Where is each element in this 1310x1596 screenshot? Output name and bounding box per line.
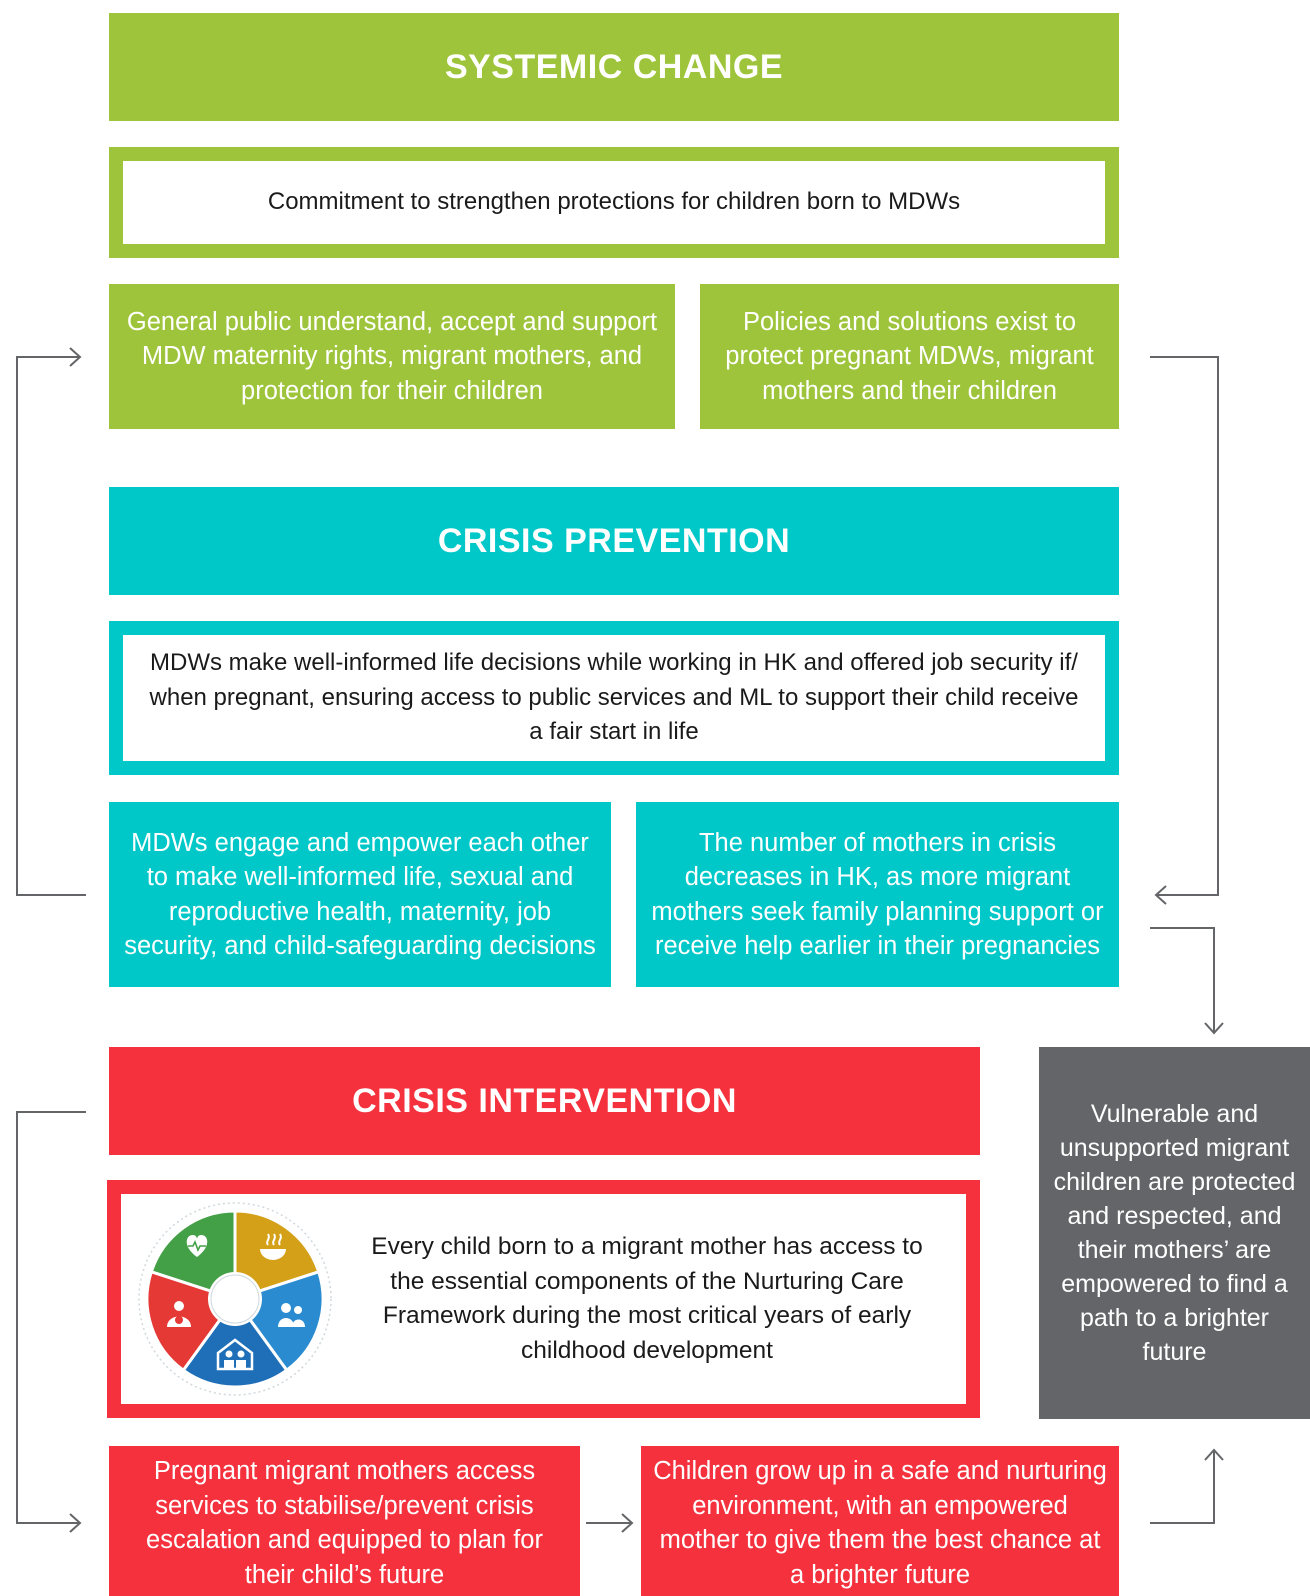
systemic-outcome-left-text: General public understand, accept and su… <box>126 307 658 405</box>
crisis-intervention-header: CRISIS INTERVENTION <box>109 1047 980 1155</box>
crisis-prevention-header: CRISIS PREVENTION <box>109 487 1119 595</box>
final-outcome-text: Vulnerable and unsupported migrant child… <box>1053 1100 1296 1366</box>
intervention-commitment-text: Every child born to a migrant mother has… <box>371 1233 923 1364</box>
crisis-prevention-title: CRISIS PREVENTION <box>437 521 791 560</box>
systemic-change-title: SYSTEMIC CHANGE <box>444 47 784 86</box>
prevention-outcome-left-text: MDWs engage and empower each other to ma… <box>124 828 596 961</box>
food-bowl-icon <box>260 1233 286 1260</box>
intervention-outcome-right-text: Children grow up in a safe and nurturing… <box>653 1457 1107 1589</box>
systemic-commitment-text: Commitment to strengthen protections for… <box>267 188 961 216</box>
arrow-intervention-loop-left <box>16 1111 86 1524</box>
arrow-prevention-to-systemic-left <box>16 356 86 896</box>
arrow-intervention-to-outcome <box>1150 1450 1215 1524</box>
intervention-outcome-left: Pregnant migrant mothers access services… <box>109 1446 580 1596</box>
systemic-outcome-left: General public understand, accept and su… <box>109 284 675 429</box>
systemic-commitment-box: Commitment to strengthen protections for… <box>123 161 1105 244</box>
family-icon <box>216 1338 254 1371</box>
systemic-outcome-right-text: Policies and solutions exist to protect … <box>725 307 1094 405</box>
intervention-commitment-text-wrap: Every child born to a migrant mother has… <box>357 1194 937 1404</box>
prevention-outcome-right-text: The number of mothers in crisis decrease… <box>651 828 1104 961</box>
intervention-commitment-box: Every child born to a migrant mother has… <box>121 1194 966 1404</box>
wheel-segment-heart <box>149 1209 237 1302</box>
caregiving-icon <box>278 1303 305 1327</box>
nurturing-care-framework-graphic <box>138 1202 332 1396</box>
mother-child-icon <box>167 1301 191 1327</box>
intervention-outcome-left-text: Pregnant migrant mothers access services… <box>146 1457 543 1589</box>
systemic-outcome-right: Policies and solutions exist to protect … <box>700 284 1119 429</box>
arrow-systemic-to-prevention-right <box>1150 356 1219 896</box>
prevention-commitment-text: MDWs make well-informed life decisions w… <box>149 649 1079 746</box>
prevention-outcome-left: MDWs engage and empower each other to ma… <box>109 802 611 987</box>
final-outcome-box: Vulnerable and unsupported migrant child… <box>1039 1047 1310 1419</box>
arrow-prevention-to-outcome <box>1150 927 1215 1033</box>
heart-icon <box>186 1235 208 1257</box>
prevention-commitment-box: MDWs make well-informed life decisions w… <box>123 635 1105 761</box>
prevention-outcome-right: The number of mothers in crisis decrease… <box>636 802 1119 987</box>
wheel-segment-family <box>181 1296 289 1389</box>
systemic-change-header: SYSTEMIC CHANGE <box>109 13 1119 121</box>
intervention-outcome-right: Children grow up in a safe and nurturing… <box>641 1446 1119 1596</box>
crisis-intervention-title: CRISIS INTERVENTION <box>352 1081 737 1120</box>
